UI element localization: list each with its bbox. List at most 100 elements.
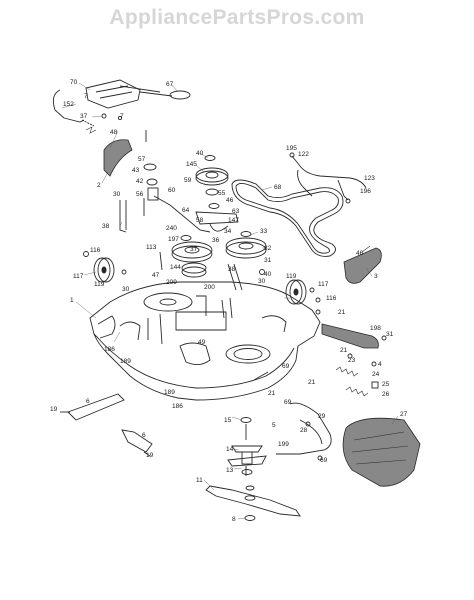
callout-30b: 30 xyxy=(122,286,130,293)
deck-belt xyxy=(231,179,344,257)
callout-26: 26 xyxy=(382,391,390,398)
callout-19: 19 xyxy=(50,406,58,413)
deck-hanger-bracket-lower xyxy=(121,429,153,457)
callout-209: 209 xyxy=(166,279,177,286)
callout-69b: 69 xyxy=(284,399,292,406)
callout-198: 198 xyxy=(370,325,381,332)
right-lift-arm xyxy=(315,309,387,349)
callout-31: 31 xyxy=(264,257,272,264)
callout-186b: 186 xyxy=(172,403,183,410)
callout-195: 195 xyxy=(286,145,297,152)
callout-3: 3 xyxy=(374,273,378,280)
callout-56: 56 xyxy=(136,191,144,198)
callout-199: 199 xyxy=(278,441,289,448)
belt-guide-rod xyxy=(289,152,367,204)
callout-33: 33 xyxy=(260,228,268,235)
watermark: AppliancePartsPros.com xyxy=(109,6,365,29)
upper-hardware xyxy=(119,130,211,233)
callout-116: 116 xyxy=(90,247,101,254)
callout-28: 28 xyxy=(300,427,308,434)
callout-42: 42 xyxy=(136,178,144,185)
callout-40b: 40 xyxy=(264,271,272,278)
callout-labels: 70 67 7 152 37 7 48 57 43 42 2 30 56 60 … xyxy=(50,79,408,523)
callout-68: 68 xyxy=(274,184,282,191)
callout-47: 47 xyxy=(152,272,160,279)
callout-34: 34 xyxy=(224,228,232,235)
callout-11: 11 xyxy=(196,477,203,484)
callout-189b: 189 xyxy=(164,389,175,396)
callout-13: 13 xyxy=(226,467,234,474)
callout-36: 36 xyxy=(212,237,220,244)
callout-37b: 37 xyxy=(190,246,198,253)
callout-55: 55 xyxy=(218,190,226,197)
callout-58: 58 xyxy=(196,217,204,224)
callout-197: 197 xyxy=(168,236,179,243)
callout-57: 57 xyxy=(138,156,146,163)
callout-30: 30 xyxy=(113,191,121,198)
lift-bracket-assembly xyxy=(52,79,191,134)
callout-59: 59 xyxy=(184,177,192,184)
deck-hanger-bracket-upper xyxy=(60,393,125,421)
callout-21b: 21 xyxy=(340,347,348,354)
callout-27: 27 xyxy=(400,411,408,418)
idler-pulley-stack xyxy=(195,155,239,232)
callout-70: 70 xyxy=(70,79,78,86)
discharge-chute xyxy=(342,417,421,487)
callout-29: 29 xyxy=(318,413,326,420)
callout-14: 14 xyxy=(226,446,234,453)
callout-123: 123 xyxy=(364,175,375,182)
callout-38b: 38 xyxy=(228,266,236,273)
right-gauge-wheel xyxy=(285,279,321,305)
callout-6: 6 xyxy=(86,398,90,405)
callout-32: 32 xyxy=(264,245,272,252)
callout-240: 240 xyxy=(166,225,177,232)
callout-147: 147 xyxy=(228,217,239,224)
callout-21: 21 xyxy=(338,309,346,316)
callout-200: 200 xyxy=(204,284,215,291)
callout-69c: 69 xyxy=(320,457,328,464)
callout-30c: 30 xyxy=(258,278,266,285)
callout-152: 152 xyxy=(63,101,74,108)
callout-31b: 31 xyxy=(386,331,394,338)
callout-48: 48 xyxy=(110,129,118,136)
callout-37: 37 xyxy=(80,113,88,120)
callout-144: 144 xyxy=(170,264,181,271)
callout-117: 117 xyxy=(73,273,84,280)
callout-15: 15 xyxy=(224,417,232,424)
pulley-cover xyxy=(103,139,133,177)
leader-lines xyxy=(61,82,399,520)
callout-119: 119 xyxy=(94,281,105,288)
callout-113: 113 xyxy=(146,244,157,251)
callout-5: 5 xyxy=(272,422,276,429)
callout-2: 2 xyxy=(97,182,101,189)
callout-4: 4 xyxy=(378,361,382,368)
callout-23: 23 xyxy=(348,357,356,364)
callout-1: 1 xyxy=(70,297,74,304)
callout-117b: 117 xyxy=(318,281,329,288)
deck-springs xyxy=(335,353,379,397)
callout-186: 186 xyxy=(104,346,115,353)
callout-60: 60 xyxy=(168,187,176,194)
callout-63: 63 xyxy=(232,208,240,215)
callout-46b: 46 xyxy=(356,250,364,257)
chute-bracket xyxy=(276,402,332,461)
callout-24: 24 xyxy=(372,371,380,378)
callout-40: 40 xyxy=(196,150,204,157)
mower-blade xyxy=(205,485,301,521)
callout-67: 67 xyxy=(166,81,174,88)
callout-7b: 7 xyxy=(120,113,124,120)
callout-69: 69 xyxy=(282,363,290,370)
callout-189: 189 xyxy=(120,358,131,365)
blade-spindle xyxy=(227,417,267,491)
right-spindle-pulley xyxy=(225,231,267,291)
callout-25: 25 xyxy=(382,381,390,388)
callout-196: 196 xyxy=(360,188,371,195)
callout-64: 64 xyxy=(182,207,190,214)
callout-6b: 6 xyxy=(142,432,146,439)
callout-43: 43 xyxy=(132,167,140,174)
callout-116b: 116 xyxy=(326,295,337,302)
callout-21d: 21 xyxy=(308,379,316,386)
callout-145: 145 xyxy=(186,161,197,168)
callout-8: 8 xyxy=(232,516,236,523)
